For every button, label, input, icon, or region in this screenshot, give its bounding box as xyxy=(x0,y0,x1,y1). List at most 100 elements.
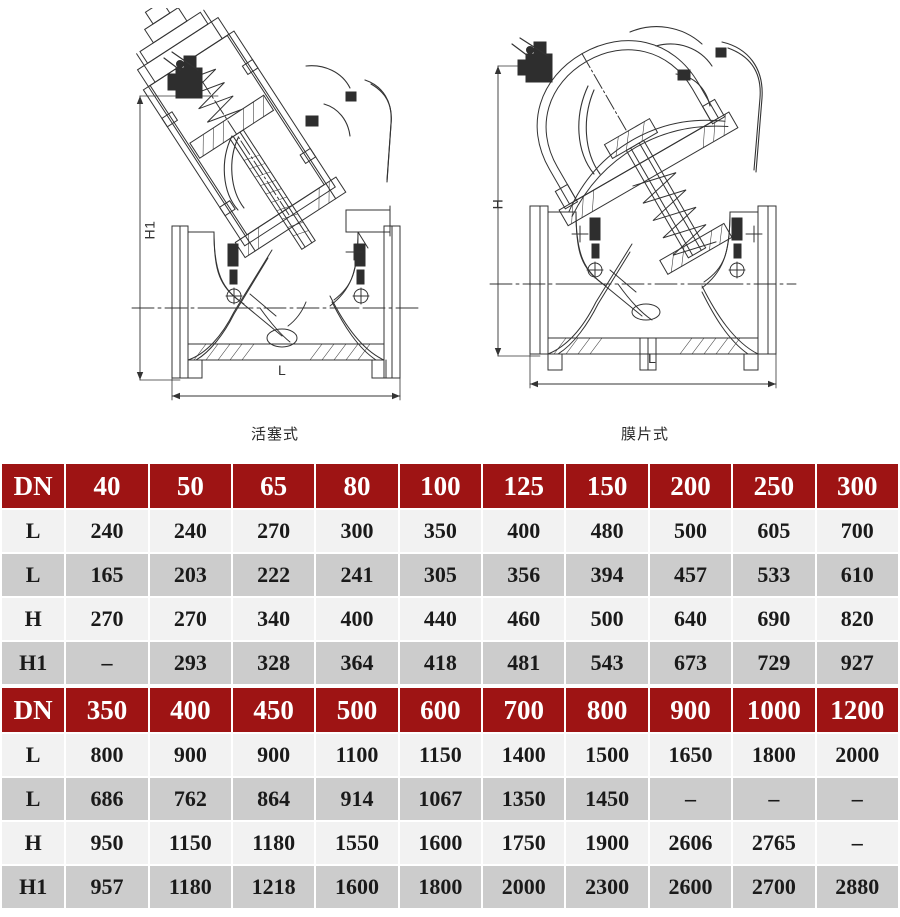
table-cell: – xyxy=(66,642,148,684)
row-label: H1 xyxy=(2,642,65,684)
table-cell: 900 xyxy=(149,734,231,776)
table-cell: 1400 xyxy=(483,734,565,776)
table-row: L 686 762 864 914 1067 1350 1450 – – – xyxy=(2,778,898,820)
caption-piston-type: 活塞式 xyxy=(250,425,299,443)
table-cell: 729 xyxy=(733,642,815,684)
dimension-label-l-piston: L xyxy=(278,362,287,378)
table-cell: 1350 xyxy=(483,778,565,820)
table-cell: 1550 xyxy=(316,822,398,864)
table-cell: 270 xyxy=(233,510,315,552)
table-cell: – xyxy=(733,778,815,820)
table-cell: 800 xyxy=(66,734,148,776)
table-cell: 418 xyxy=(399,642,482,684)
header-dn-value: 350 xyxy=(66,688,148,732)
header-dn-value: 1000 xyxy=(733,688,815,732)
table-cell: 240 xyxy=(149,510,231,552)
table-cell: 950 xyxy=(66,822,148,864)
dimension-label-h-diaphragm: H xyxy=(489,198,506,210)
table-row: H1 – 293 328 364 418 481 543 673 729 927 xyxy=(2,642,898,684)
table-cell: 605 xyxy=(733,510,815,552)
table-cell: 500 xyxy=(649,510,732,552)
table-cell: 1450 xyxy=(566,778,648,820)
table-cell: – xyxy=(649,778,732,820)
table-cell: 2000 xyxy=(816,734,898,776)
table-cell: 610 xyxy=(816,554,898,596)
table-cell: 2606 xyxy=(649,822,732,864)
row-label: L xyxy=(2,778,65,820)
table-row: H 270 270 340 400 440 460 500 640 690 82… xyxy=(2,598,898,640)
table-cell: 350 xyxy=(399,510,482,552)
table-cell: 927 xyxy=(816,642,898,684)
table-cell: 2765 xyxy=(733,822,815,864)
table-cell: 480 xyxy=(566,510,648,552)
header-dn-value: 400 xyxy=(149,688,231,732)
table-cell: 686 xyxy=(66,778,148,820)
table-cell: 270 xyxy=(149,598,231,640)
header-dn-value: 1200 xyxy=(816,688,898,732)
header-dn-value: 65 xyxy=(233,464,315,508)
dimension-label-h1-piston: H1 xyxy=(141,220,158,240)
table-cell: 1067 xyxy=(399,778,482,820)
table-cell: 900 xyxy=(233,734,315,776)
table-cell: – xyxy=(816,822,898,864)
table-cell: 305 xyxy=(399,554,482,596)
header-dn-value: 900 xyxy=(649,688,732,732)
table-cell: 293 xyxy=(149,642,231,684)
table-cell: 1800 xyxy=(733,734,815,776)
drawing-piston-type: H1 L 活塞式 xyxy=(110,0,440,462)
spec-table-dn-350-1200-block: DN 350 400 450 500 600 700 800 900 1000 … xyxy=(0,686,900,910)
row-label: L xyxy=(2,554,65,596)
table-header-row: DN 350 400 450 500 600 700 800 900 1000 … xyxy=(2,688,898,732)
header-dn-value: 250 xyxy=(733,464,815,508)
table-cell: 1900 xyxy=(566,822,648,864)
table-cell: 241 xyxy=(316,554,398,596)
table-cell: 1750 xyxy=(483,822,565,864)
table-cell: 1150 xyxy=(149,822,231,864)
header-dn-value: 700 xyxy=(483,688,565,732)
table-cell: 2000 xyxy=(483,866,565,908)
header-dn-value: 800 xyxy=(566,688,648,732)
table-cell: 394 xyxy=(566,554,648,596)
header-dn-value: 500 xyxy=(316,688,398,732)
table-cell: 1100 xyxy=(316,734,398,776)
table-cell: 2700 xyxy=(733,866,815,908)
table-cell: 340 xyxy=(233,598,315,640)
row-label: H xyxy=(2,822,65,864)
header-dn-value: 50 xyxy=(149,464,231,508)
table-cell: 400 xyxy=(316,598,398,640)
table-cell: 364 xyxy=(316,642,398,684)
table-cell: 460 xyxy=(483,598,565,640)
table-cell: 640 xyxy=(649,598,732,640)
header-dn-label: DN xyxy=(2,688,65,732)
header-dn-value: 100 xyxy=(399,464,482,508)
header-dn-value: 600 xyxy=(399,688,482,732)
table-cell: 356 xyxy=(483,554,565,596)
table-cell: 328 xyxy=(233,642,315,684)
header-dn-value: 80 xyxy=(316,464,398,508)
table-cell: 864 xyxy=(233,778,315,820)
table-cell: 2600 xyxy=(649,866,732,908)
table-cell: 481 xyxy=(483,642,565,684)
table-cell: 1600 xyxy=(399,822,482,864)
row-label: H1 xyxy=(2,866,65,908)
row-label: H xyxy=(2,598,65,640)
table-cell: 673 xyxy=(649,642,732,684)
spec-table-dn-40-300-block: DN 40 50 65 80 100 125 150 200 250 300 L… xyxy=(0,462,900,686)
table-header-row: DN 40 50 65 80 100 125 150 200 250 300 xyxy=(2,464,898,508)
table-cell: 690 xyxy=(733,598,815,640)
table-cell: 165 xyxy=(66,554,148,596)
row-label: L xyxy=(2,734,65,776)
dimension-label-l-diaphragm: L xyxy=(648,350,657,366)
header-dn-value: 450 xyxy=(233,688,315,732)
header-dn-value: 40 xyxy=(66,464,148,508)
table-cell: 1180 xyxy=(149,866,231,908)
table-cell: 270 xyxy=(66,598,148,640)
table-cell: 1600 xyxy=(316,866,398,908)
table-cell: 1150 xyxy=(399,734,482,776)
table-cell: 240 xyxy=(66,510,148,552)
diaphragm-type-valve-diagram xyxy=(489,26,797,389)
header-dn-label: DN xyxy=(2,464,65,508)
table-cell: 700 xyxy=(816,510,898,552)
table-cell: 222 xyxy=(233,554,315,596)
table-row: L 240 240 270 300 350 400 480 500 605 70… xyxy=(2,510,898,552)
